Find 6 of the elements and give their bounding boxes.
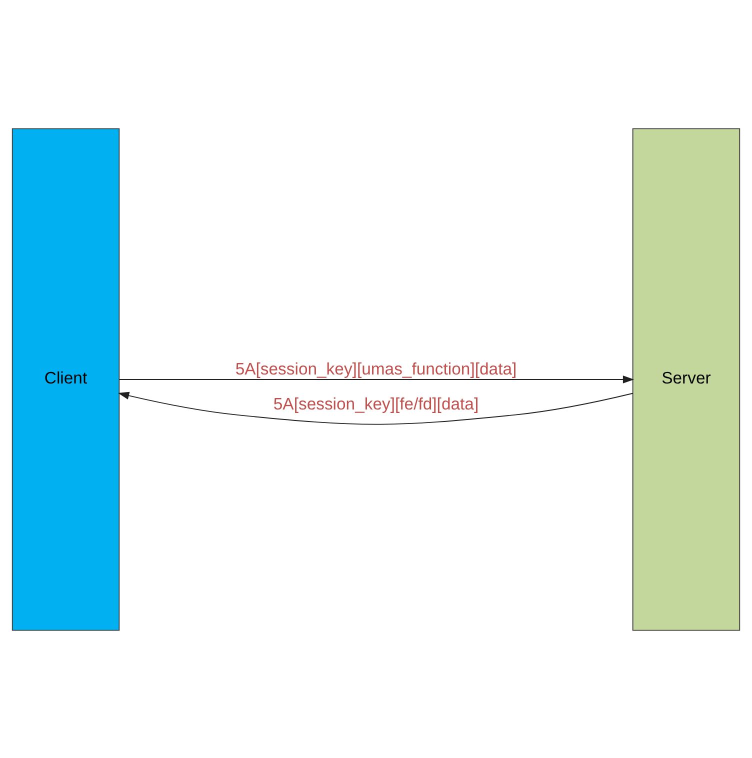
arrow (118, 391, 634, 424)
edge-label: 5A[session_key][umas_function][data] (235, 358, 517, 378)
node-box: Client (12, 128, 120, 630)
arrow (118, 375, 634, 383)
node-box: Server (632, 128, 740, 630)
edge-label: 5A[session_key][fe/fd][data] (273, 394, 479, 414)
